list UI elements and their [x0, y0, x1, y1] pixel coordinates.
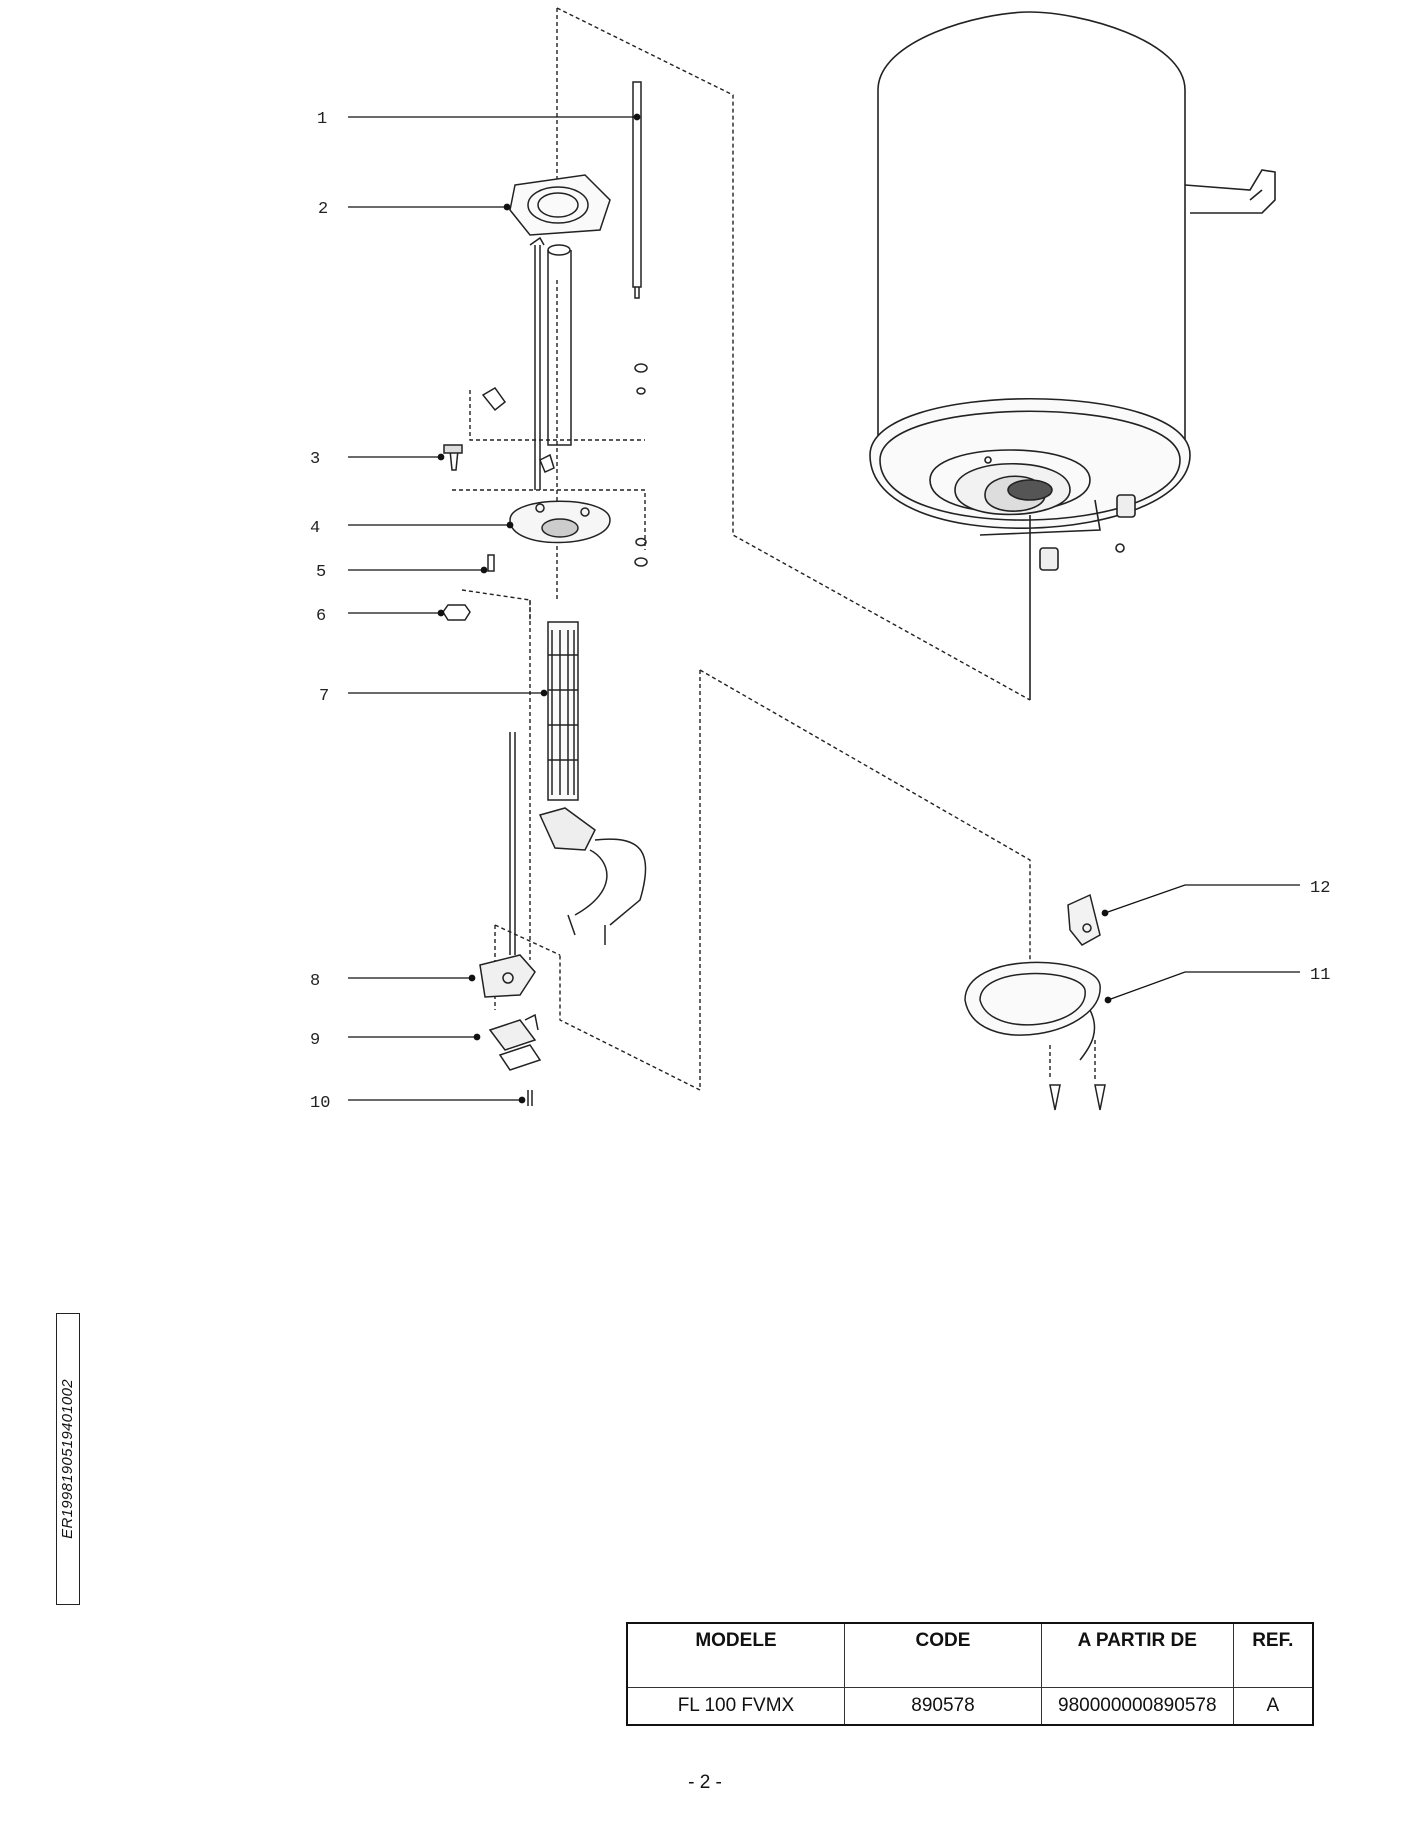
cell-modele: FL 100 FVMX — [626, 1687, 845, 1726]
callout-7: 7 — [319, 687, 329, 706]
callout-9: 9 — [310, 1031, 320, 1050]
callout-3: 3 — [310, 450, 320, 469]
cell-a-partir-de: 980000000890578 — [1040, 1687, 1234, 1726]
page-number: - 2 - — [688, 1772, 722, 1793]
assembly-dashed-lines — [452, 7, 1096, 1092]
callout-1: 1 — [317, 110, 327, 129]
callout-8: 8 — [310, 972, 320, 991]
document-reference-code: ER1998190519401002 — [56, 1313, 80, 1605]
callout-2: 2 — [318, 200, 328, 219]
cell-ref: A — [1232, 1687, 1314, 1726]
header-code: CODE — [843, 1622, 1042, 1688]
cell-code: 890578 — [843, 1687, 1042, 1726]
header-ref: REF. — [1232, 1622, 1314, 1688]
callout-5: 5 — [316, 563, 326, 582]
callout-6: 6 — [316, 607, 326, 626]
callout-12: 12 — [1310, 879, 1330, 898]
callout-4: 4 — [310, 519, 320, 538]
callout-11: 11 — [1310, 966, 1330, 985]
header-modele: MODELE — [626, 1622, 845, 1688]
callout-numbers: 1 2 3 4 5 6 7 8 9 10 11 12 — [310, 110, 1330, 1113]
leader-lines — [348, 113, 1300, 1104]
water-heater-tank — [869, 11, 1276, 700]
parts-column — [442, 81, 1106, 1111]
callout-10: 10 — [310, 1094, 330, 1113]
header-a-partir-de: A PARTIR DE — [1040, 1622, 1234, 1688]
table-row: FL 100 FVMX 890578 980000000890578 A — [626, 1687, 1314, 1726]
model-reference-table: MODELE CODE A PARTIR DE REF. FL 100 FVMX… — [626, 1622, 1314, 1726]
